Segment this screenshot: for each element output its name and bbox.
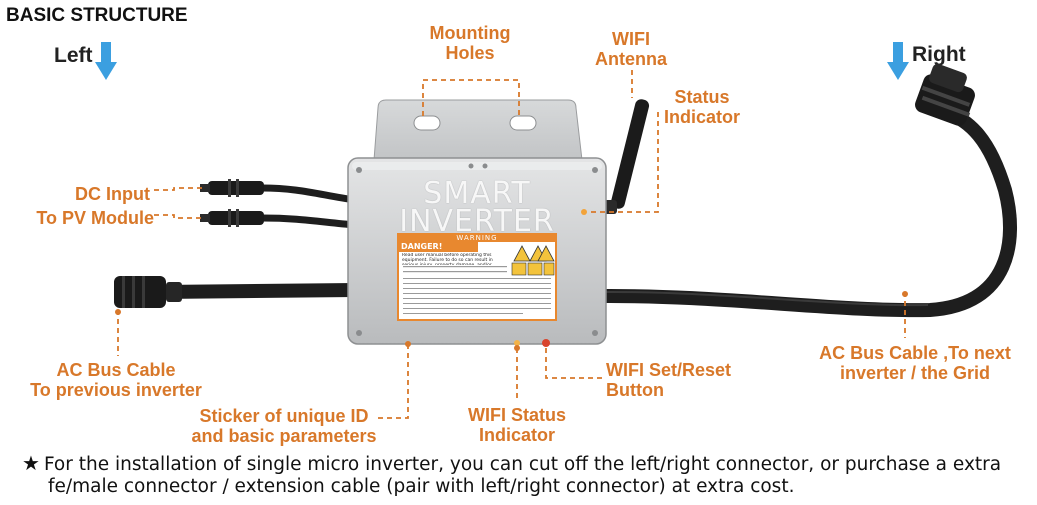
mounting-plate	[373, 99, 583, 161]
left-connector-icon	[114, 276, 182, 308]
status-indicator-led	[581, 209, 587, 215]
danger-title: DANGER!	[401, 242, 443, 251]
callout-status-indicator: Status Indicator	[663, 87, 740, 127]
warning-sticker	[397, 233, 557, 321]
callout-ac-bus-prev: AC Bus Cable To previous inverter	[30, 360, 202, 400]
right-label: Right	[912, 43, 966, 66]
wifi-status-led	[514, 340, 520, 346]
mounting-hole-icon	[509, 115, 537, 131]
note-line2: fe/male connector / extension cable (pai…	[48, 476, 795, 497]
callout-wifi-antenna: WIFI Antenna	[595, 29, 667, 69]
leader-dots	[115, 291, 908, 351]
callout-wifi-status: WIFI Status Indicator	[468, 405, 566, 445]
mounting-hole-icon	[413, 115, 441, 131]
callout-ac-bus-next: AC Bus Cable ,To next inverter / the Gri…	[819, 343, 1011, 383]
danger-text: Read user manual before operating this e…	[402, 253, 493, 265]
installation-note: ★For the installation of single micro in…	[22, 452, 1001, 498]
leader-lines	[117, 70, 906, 419]
callout-dc-input: DC Input To PV Module	[36, 184, 154, 228]
callout-sticker: Sticker of unique ID and basic parameter…	[191, 406, 377, 446]
star-icon: ★	[22, 451, 40, 475]
ac-bus-cable-left	[114, 276, 356, 308]
right-arrow-icon	[887, 42, 909, 80]
left-label: Left	[54, 44, 93, 67]
left-arrow-icon	[95, 42, 117, 80]
mc4-connector-icon	[200, 209, 264, 227]
warning-triangle-icon	[513, 245, 531, 262]
note-line1: For the installation of single micro inv…	[43, 454, 1002, 475]
warning-triangle-icon	[537, 245, 555, 262]
callout-mounting-holes: Mounting Holes	[429, 23, 511, 63]
right-connector-icon	[915, 63, 975, 126]
device-brand-line2: INVERTER	[399, 204, 555, 239]
device-brand-line1: SMART	[423, 176, 531, 211]
dc-input-cables	[200, 179, 356, 229]
page-title: BASIC STRUCTURE	[6, 5, 188, 26]
device-brand: SMART INVERTER	[348, 176, 606, 239]
ac-bus-cable-right	[593, 63, 1017, 318]
callout-wifi-reset: WIFI Set/Reset Button	[606, 360, 732, 400]
wifi-reset-button[interactable]	[542, 339, 550, 347]
warning-band-label: WARNING	[456, 234, 498, 242]
mc4-connector-icon	[200, 179, 264, 197]
